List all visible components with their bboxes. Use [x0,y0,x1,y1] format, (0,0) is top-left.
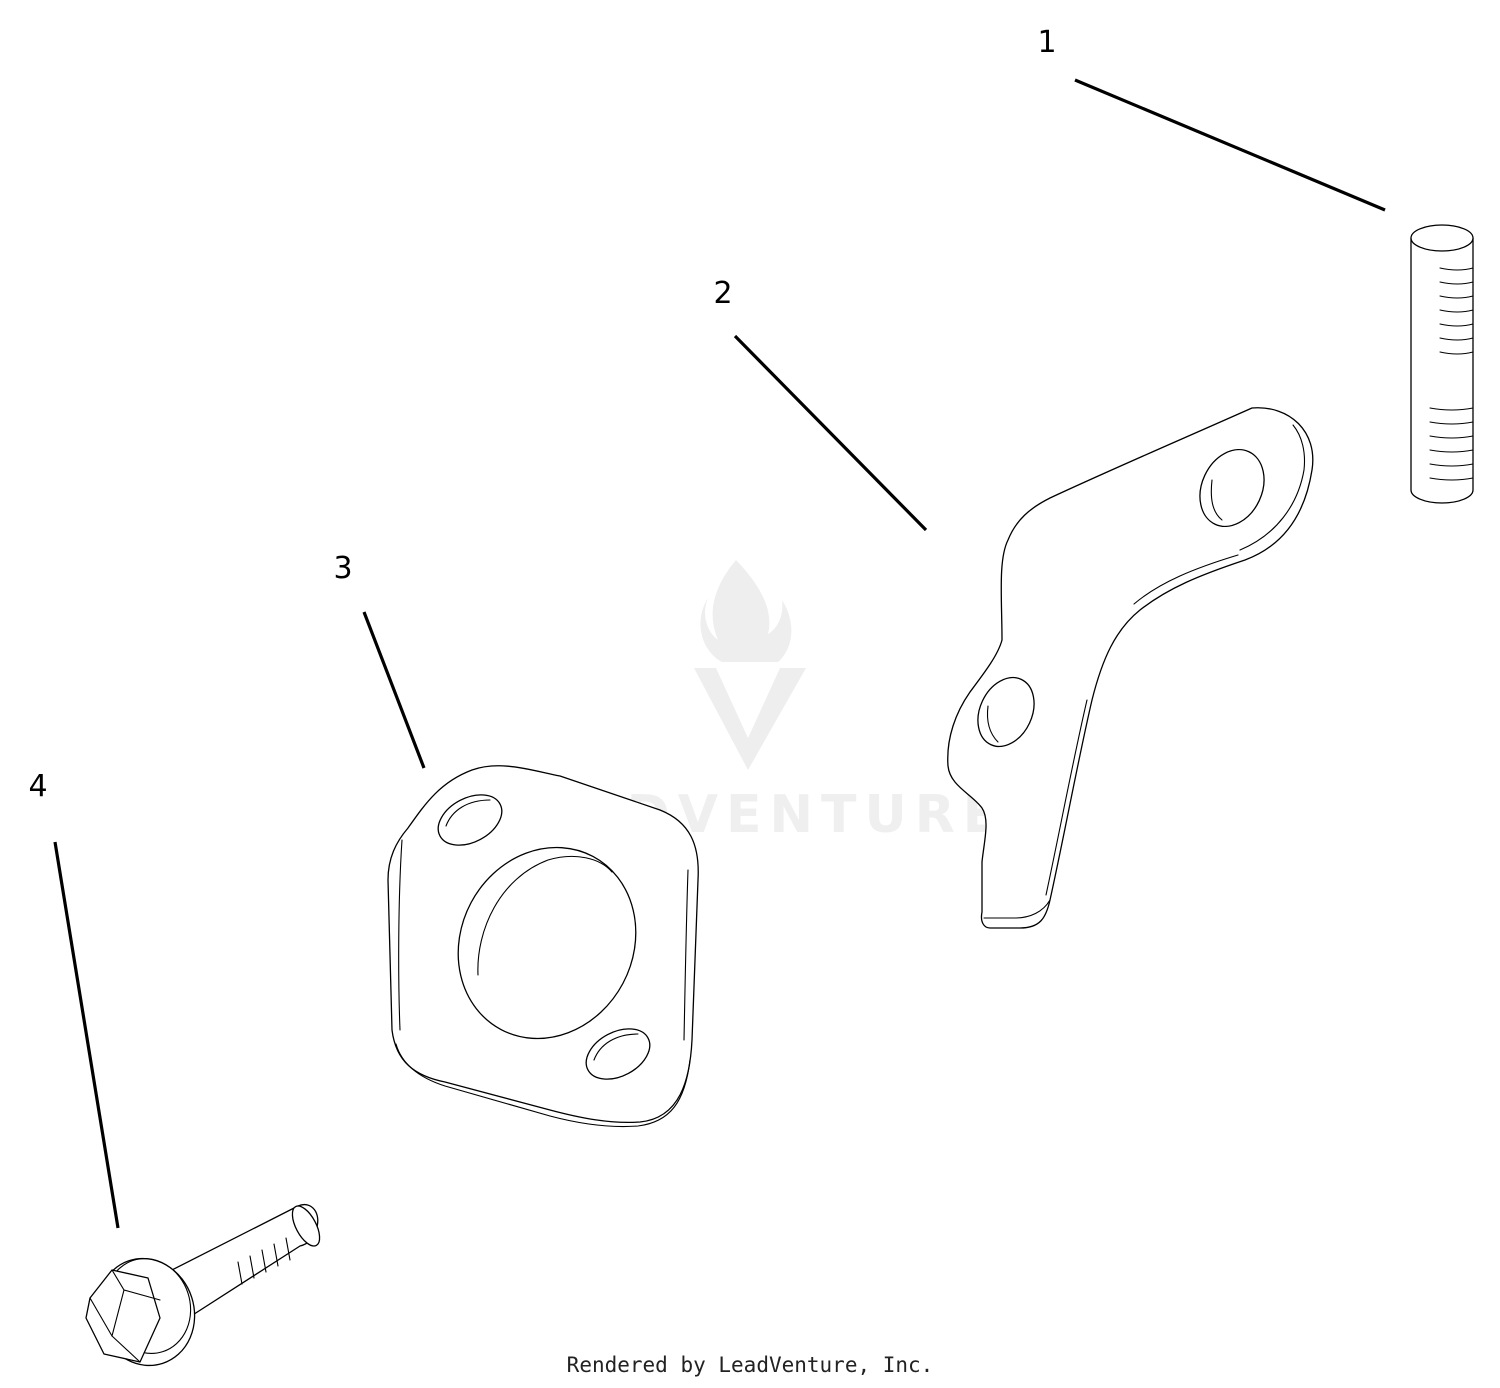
leader-line-3 [362,611,426,769]
bolt-threads [237,1237,291,1285]
callout-4: 4 [28,769,47,804]
leader-line-4 [53,841,120,1229]
callout-2: 2 [713,276,732,311]
rendered-by-credit: Rendered by LeadVenture, Inc. [567,1353,934,1377]
leader-line-2 [733,334,928,532]
flange-bolt-part [85,1204,321,1367]
callout-1: 1 [1037,25,1056,60]
flame-v-logo [694,560,806,770]
callout-labels: 1 2 3 4 [28,25,1056,804]
callout-3: 3 [333,551,352,586]
dowel-pin-part [1410,224,1474,504]
gasket-part [387,765,699,1128]
leader-lines [53,78,1386,1229]
leader-line-1 [1074,78,1386,212]
dowel-pin-ridges [1429,267,1474,481]
bracket-part [947,407,1314,929]
